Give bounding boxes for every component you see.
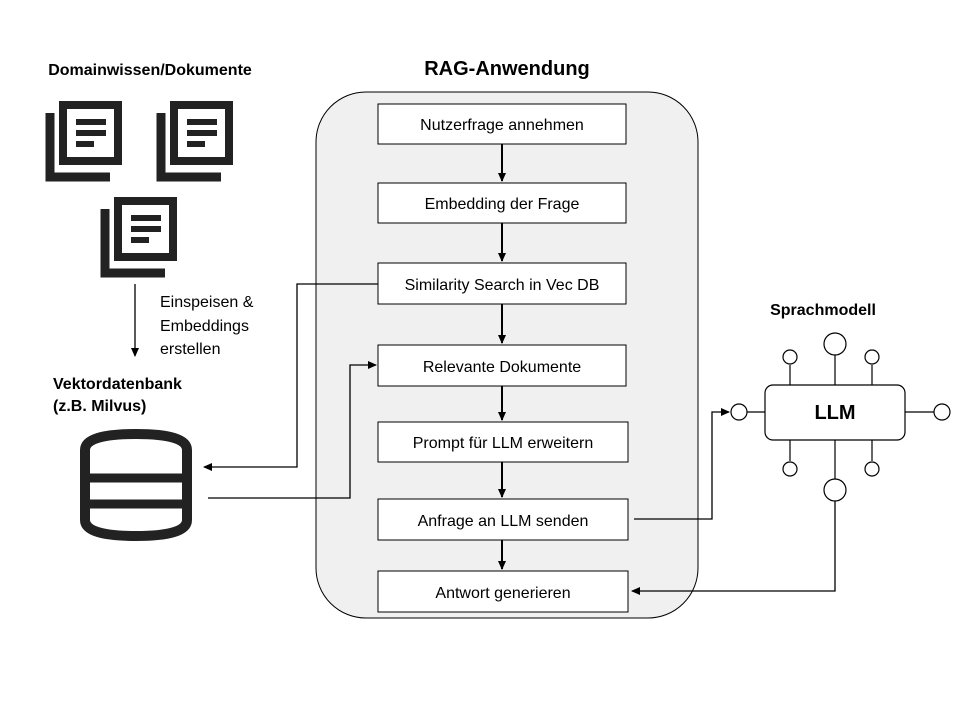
documents-title: Domainwissen/Dokumente xyxy=(48,62,252,79)
svg-text:Nutzerfrage annehmen: Nutzerfrage annehmen xyxy=(420,117,584,134)
app-title: RAG-Anwendung xyxy=(424,58,590,80)
step-box: Antwort generieren xyxy=(377,570,629,613)
step-box: Prompt für LLM erweitern xyxy=(377,421,629,463)
svg-text:Embedding der Frage: Embedding der Frage xyxy=(425,196,580,213)
document-stack-icon xyxy=(156,101,233,182)
document-stack-icon xyxy=(100,197,177,278)
db-results-connector xyxy=(208,361,377,499)
vectordb-title: Vektordatenbank (z.B. Milvus) xyxy=(53,376,186,415)
query-db-connector xyxy=(203,283,378,471)
llm-label: LLM xyxy=(814,402,855,424)
step-box: Embedding der Frage xyxy=(377,182,627,224)
step-box: Anfrage an LLM senden xyxy=(377,498,629,541)
step-box: Nutzerfrage annehmen xyxy=(377,103,627,145)
svg-text:Prompt für LLM erweitern: Prompt für LLM erweitern xyxy=(413,435,594,452)
svg-text:Anfrage an LLM senden: Anfrage an LLM senden xyxy=(418,513,589,530)
database-icon xyxy=(80,429,192,541)
svg-text:Relevante Dokumente: Relevante Dokumente xyxy=(423,359,581,376)
svg-text:Similarity Search in Vec DB: Similarity Search in Vec DB xyxy=(405,277,600,294)
document-stack-icon xyxy=(45,101,122,182)
model-title: Sprachmodell xyxy=(770,302,876,319)
ingest-label: Einspeisen & Embeddings erstellen xyxy=(160,294,258,358)
request-llm-connector xyxy=(634,408,730,520)
svg-text:Antwort generieren: Antwort generieren xyxy=(435,585,570,602)
llm-answer-connector xyxy=(631,500,836,595)
llm-box xyxy=(764,384,906,441)
step-box: Similarity Search in Vec DB xyxy=(377,262,627,305)
neural-network-icon xyxy=(730,332,951,502)
step-box: Relevante Dokumente xyxy=(377,344,627,387)
